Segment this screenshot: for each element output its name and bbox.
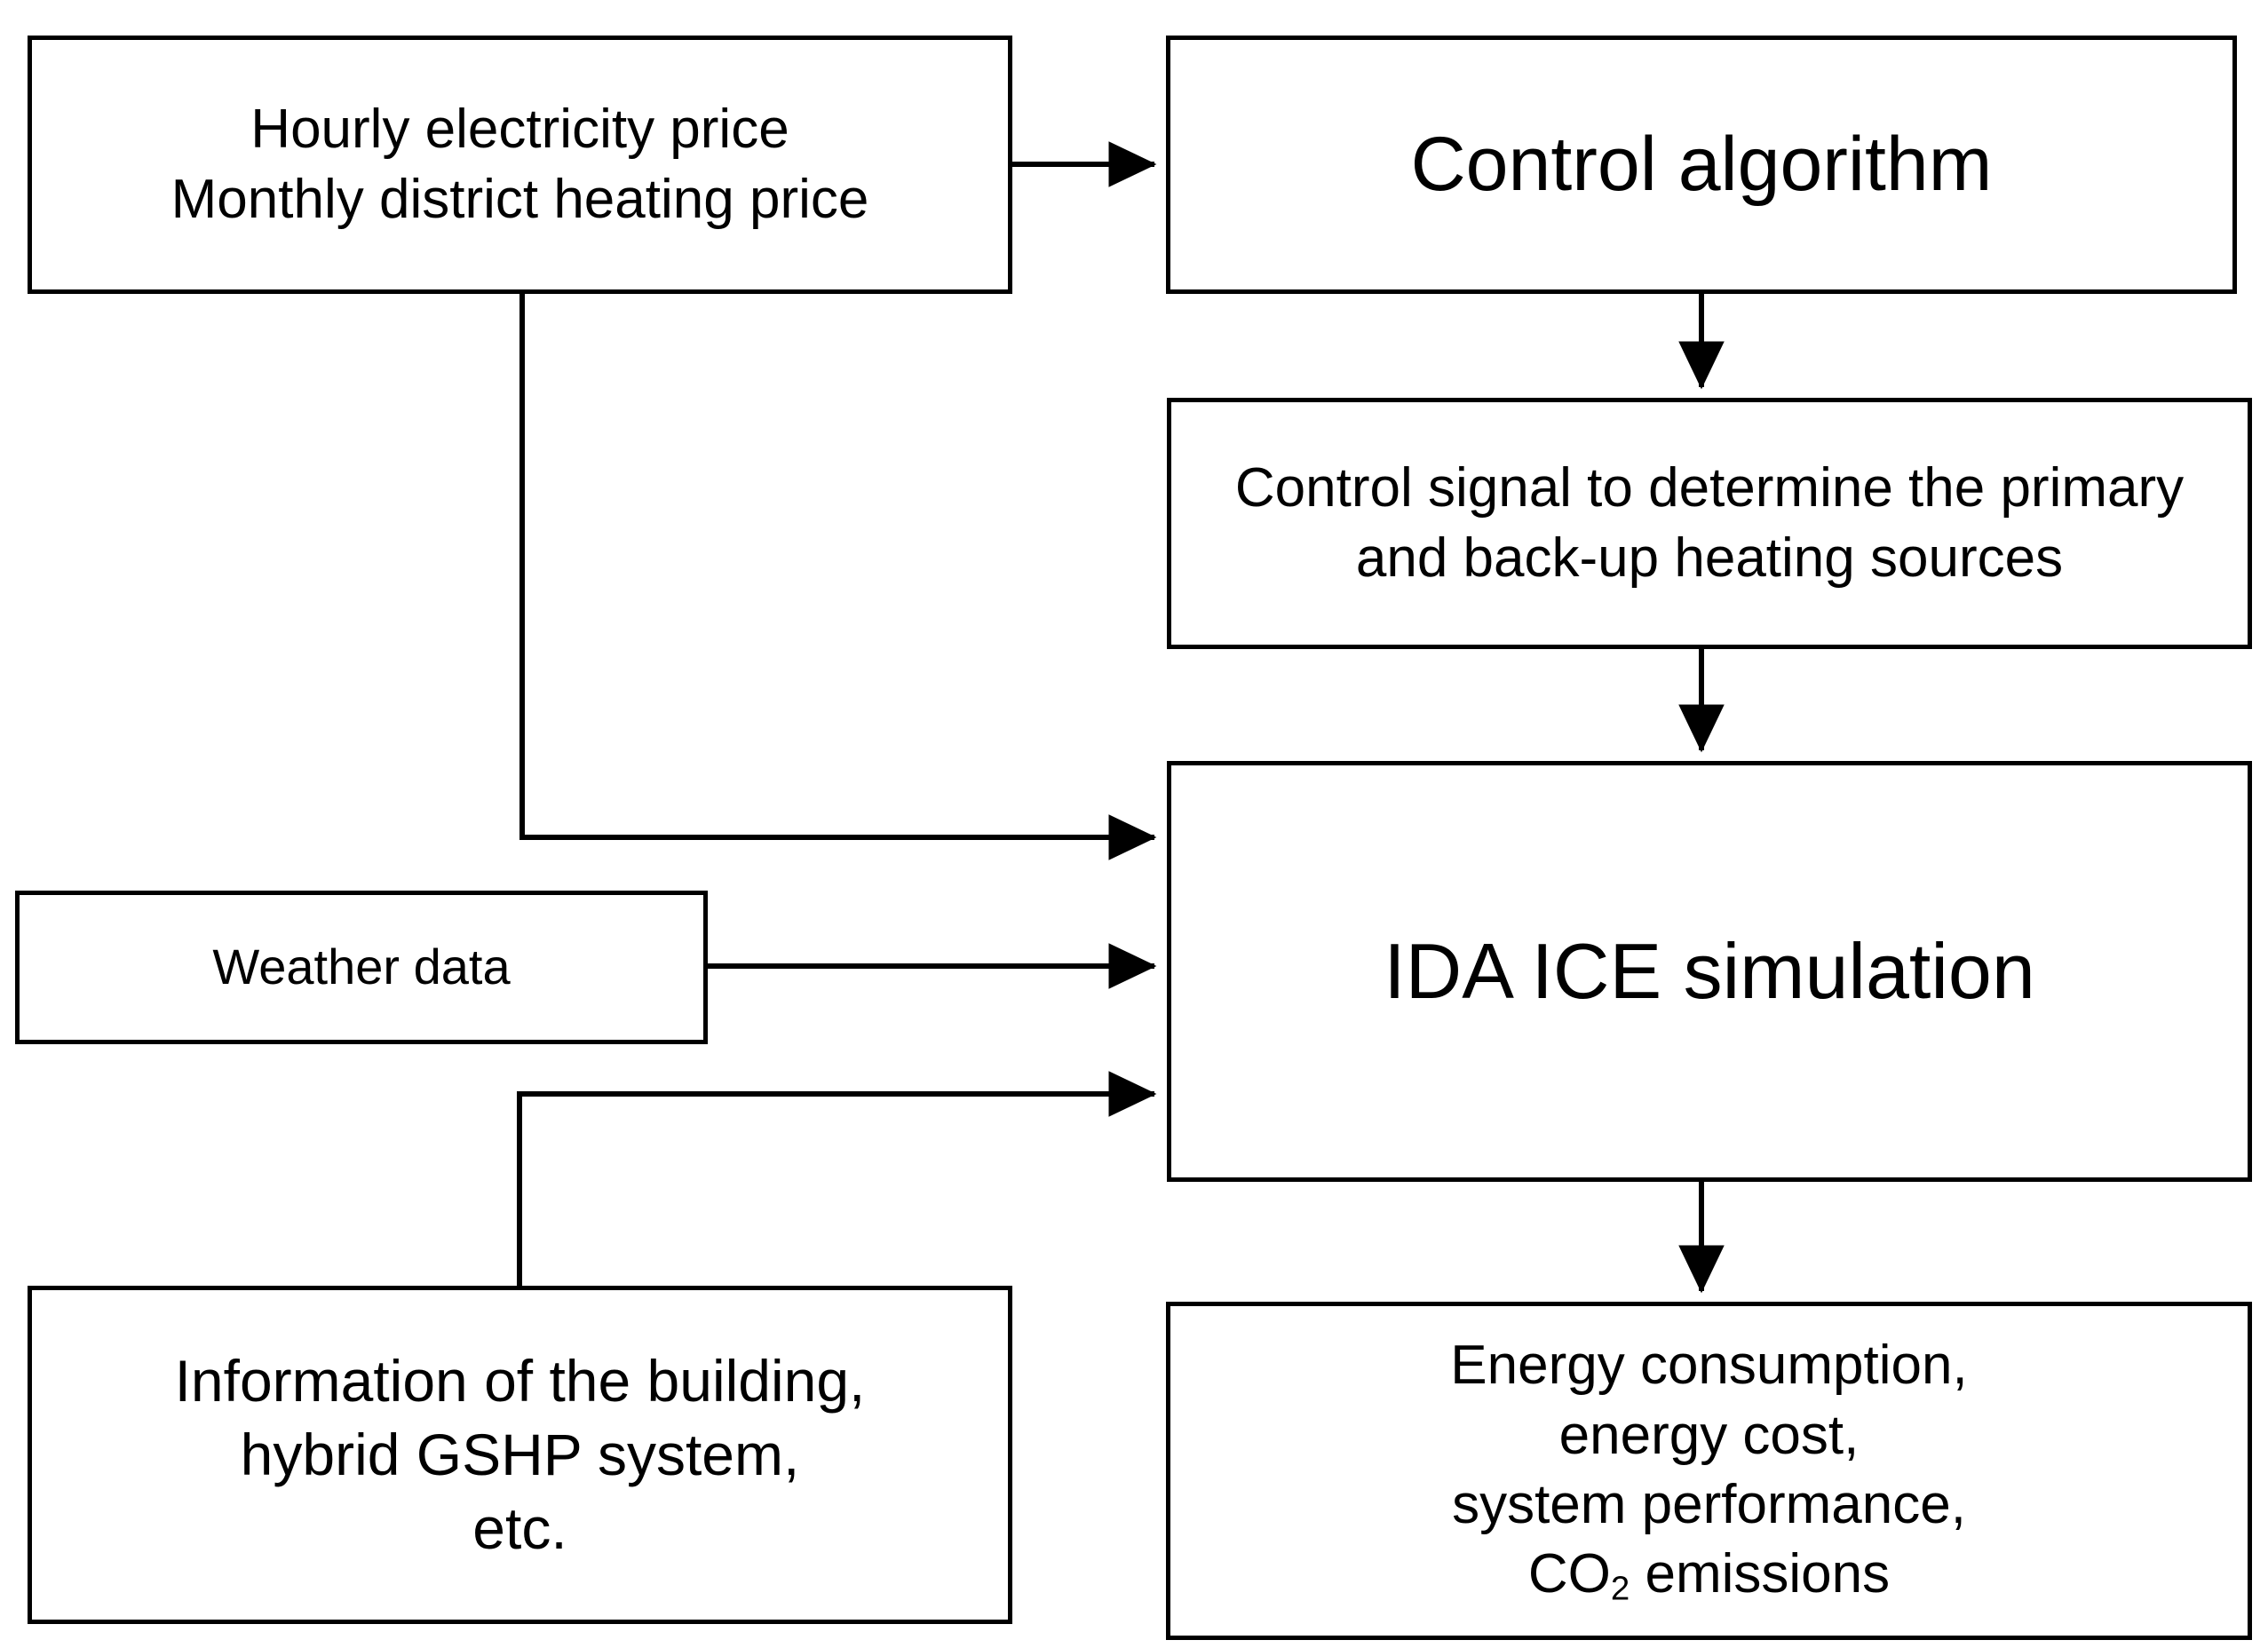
node-building-information: Information of the building, hybrid GSHP… xyxy=(28,1286,1012,1624)
node-control-algorithm: Control algorithm xyxy=(1166,36,2237,294)
node-weather-data-label: Weather data xyxy=(212,939,511,995)
node-weather-data: Weather data xyxy=(15,891,708,1044)
node-hourly-electricity-price-label: Hourly electricity price Monthly distric… xyxy=(170,99,869,230)
node-simulation-outputs: Energy consumption, energy cost, system pe… xyxy=(1166,1302,2252,1640)
node-simulation-outputs-label: Energy consumption, energy cost, system pe… xyxy=(1183,1331,2235,1610)
outputs-line-1: Energy consumption, xyxy=(1450,1335,1968,1397)
node-control-signal: Control signal to determine the primary … xyxy=(1167,398,2252,649)
node-control-algorithm-label: Control algorithm xyxy=(1410,122,1993,208)
outputs-line-4: CO2 emissions xyxy=(1527,1542,1891,1608)
node-control-signal-label: Control signal to determine the primary … xyxy=(1234,457,2185,589)
edge-building-info-to-ida-ice xyxy=(517,1071,1157,1286)
node-building-information-label: Information of the building, hybrid GSHP… xyxy=(174,1347,866,1562)
co2-subscript: 2 xyxy=(1610,1569,1630,1608)
node-hourly-electricity-price: Hourly electricity price Monthly distric… xyxy=(28,36,1012,294)
outputs-line-2: energy cost, xyxy=(1558,1404,1860,1466)
node-ida-ice-simulation: IDA ICE simulation xyxy=(1167,761,2252,1182)
co2-formula-prefix: CO xyxy=(1527,1542,1611,1604)
node-ida-ice-simulation-label: IDA ICE simulation xyxy=(1384,926,2035,1015)
co2-formula-suffix: emissions xyxy=(1630,1542,1891,1604)
outputs-line-3: system performance, xyxy=(1452,1473,1966,1535)
edge-price-to-ida-ice xyxy=(519,294,1157,860)
